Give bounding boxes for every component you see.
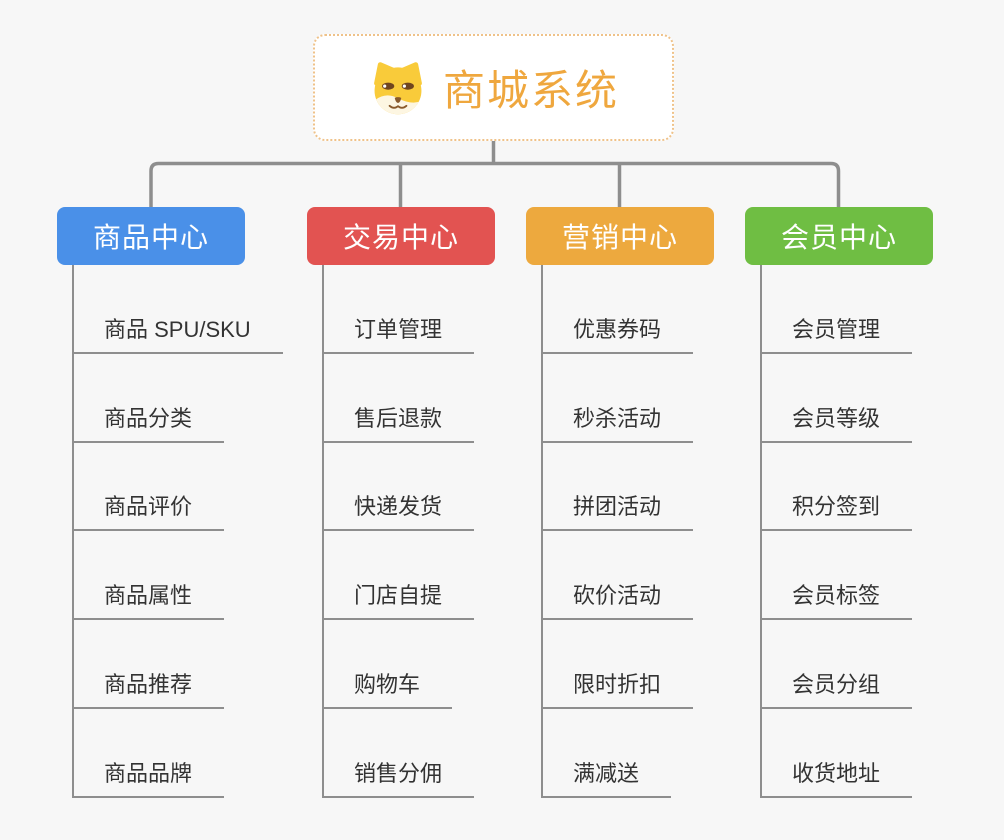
root-node[interactable]: 商城系统 <box>313 34 674 141</box>
branch-trade-center: 交易中心 订单管理 售后退款 快递发货 门店自提 购物车 销售分佣 <box>307 207 495 798</box>
branch-header-member-center[interactable]: 会员中心 <box>745 207 933 265</box>
leaf-row: 砍价活动 <box>543 531 694 621</box>
branch-leaves-member-center: 会员管理 会员等级 积分签到 会员标签 会员分组 收货地址 <box>760 265 913 798</box>
leaf-row: 商品分类 <box>74 354 283 443</box>
branch-header-product-center[interactable]: 商品中心 <box>57 207 245 265</box>
leaf-row: 门店自提 <box>324 531 475 621</box>
leaf-item[interactable]: 积分签到 <box>762 489 913 532</box>
leaf-item[interactable]: 商品推荐 <box>74 667 225 709</box>
branch-leaves-trade-center: 订单管理 售后退款 快递发货 门店自提 购物车 销售分佣 <box>322 265 475 798</box>
leaf-row: 会员等级 <box>762 354 913 443</box>
leaf-item[interactable]: 商品分类 <box>74 401 225 443</box>
leaf-row: 快递发货 <box>324 443 475 532</box>
leaf-row: 满减送 <box>543 709 693 798</box>
leaf-row: 秒杀活动 <box>543 354 694 443</box>
leaf-row: 商品品牌 <box>74 709 283 798</box>
leaf-row: 收货地址 <box>762 709 913 798</box>
leaf-row: 会员管理 <box>762 265 913 354</box>
leaf-item[interactable]: 销售分佣 <box>324 756 475 798</box>
branch-member-center: 会员中心 会员管理 会员等级 积分签到 会员标签 会员分组 收货地址 <box>745 207 933 798</box>
leaf-row: 拼团活动 <box>543 443 694 532</box>
leaf-item[interactable]: 门店自提 <box>324 578 475 621</box>
leaf-item[interactable]: 收货地址 <box>762 756 913 798</box>
leaf-item[interactable]: 购物车 <box>324 667 453 709</box>
leaf-item[interactable]: 会员标签 <box>762 578 913 621</box>
leaf-item[interactable]: 订单管理 <box>324 312 475 354</box>
leaf-row: 商品推荐 <box>74 620 283 709</box>
leaf-row: 会员标签 <box>762 531 913 621</box>
leaf-item[interactable]: 砍价活动 <box>543 578 694 621</box>
leaf-item[interactable]: 商品属性 <box>74 578 225 621</box>
leaf-row: 订单管理 <box>324 265 475 354</box>
leaf-item[interactable]: 商品评价 <box>74 489 225 532</box>
branch-header-marketing-center[interactable]: 营销中心 <box>526 207 714 265</box>
leaf-item[interactable]: 拼团活动 <box>543 489 694 532</box>
leaf-row: 商品评价 <box>74 443 283 532</box>
leaf-item[interactable]: 商品品牌 <box>74 756 225 798</box>
leaf-item[interactable]: 优惠券码 <box>543 312 694 354</box>
branch-leaves-marketing-center: 优惠券码 秒杀活动 拼团活动 砍价活动 限时折扣 满减送 <box>541 265 694 798</box>
branch-header-trade-center[interactable]: 交易中心 <box>307 207 495 265</box>
bus-line <box>149 161 841 210</box>
branch-product-center: 商品中心 商品 SPU/SKU 商品分类 商品评价 商品属性 商品推荐 商品品牌 <box>57 207 283 798</box>
dog-icon <box>368 60 428 116</box>
leaf-row: 优惠券码 <box>543 265 694 354</box>
leaf-row: 商品属性 <box>74 531 283 621</box>
leaf-item[interactable]: 秒杀活动 <box>543 401 694 443</box>
leaf-item[interactable]: 会员管理 <box>762 312 913 354</box>
leaf-row: 限时折扣 <box>543 620 694 709</box>
leaf-item[interactable]: 满减送 <box>543 756 672 798</box>
leaf-row: 会员分组 <box>762 620 913 709</box>
leaf-item[interactable]: 限时折扣 <box>543 667 694 709</box>
leaf-row: 商品 SPU/SKU <box>74 265 283 354</box>
root-title: 商城系统 <box>442 67 619 114</box>
leaf-row: 购物车 <box>324 620 474 709</box>
branch-leaves-product-center: 商品 SPU/SKU 商品分类 商品评价 商品属性 商品推荐 商品品牌 <box>72 265 283 798</box>
leaf-row: 销售分佣 <box>324 709 475 798</box>
leaf-item[interactable]: 售后退款 <box>324 401 475 443</box>
branch-marketing-center: 营销中心 优惠券码 秒杀活动 拼团活动 砍价活动 限时折扣 满减送 <box>526 207 714 798</box>
leaf-row: 售后退款 <box>324 354 475 443</box>
leaf-item[interactable]: 快递发货 <box>324 489 475 532</box>
leaf-item[interactable]: 商品 SPU/SKU <box>74 312 283 354</box>
leaf-item[interactable]: 会员等级 <box>762 401 913 443</box>
leaf-item[interactable]: 会员分组 <box>762 667 913 709</box>
leaf-row: 积分签到 <box>762 443 913 532</box>
